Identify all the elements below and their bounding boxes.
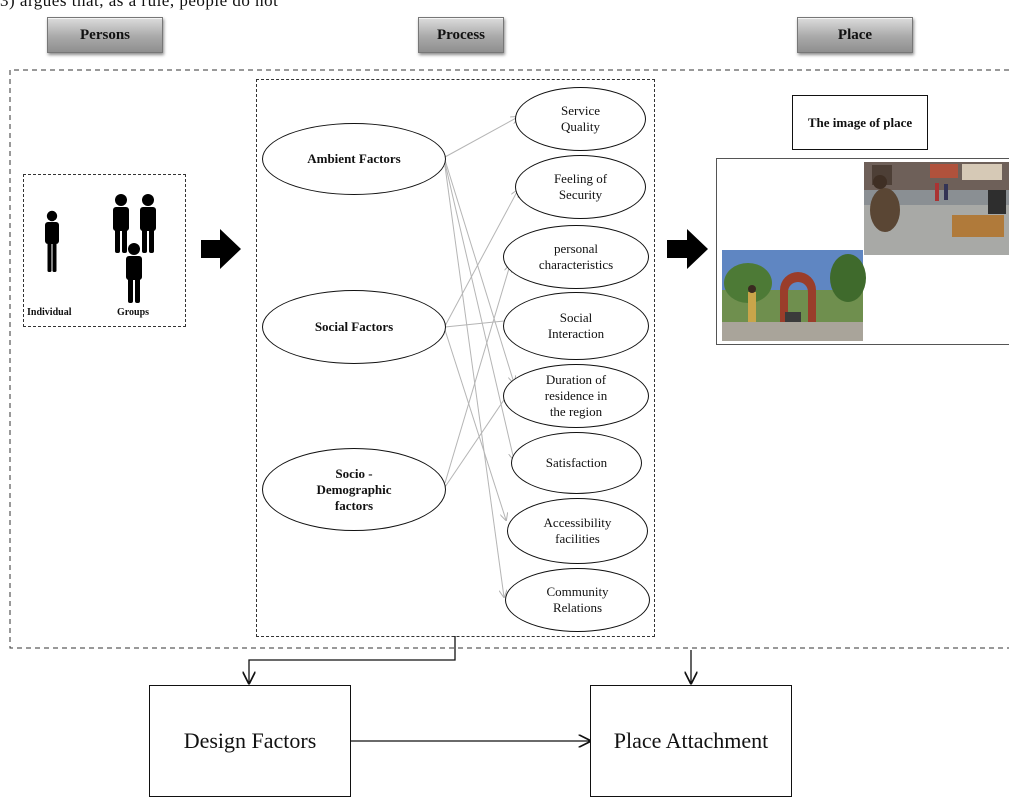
- persons-box: [23, 174, 186, 327]
- connector-ambient-satisfaction: [444, 162, 514, 460]
- groups-icon: [113, 194, 156, 303]
- ellipse-social-factors: Social Factors: [262, 290, 446, 364]
- arrow-process-place: [667, 229, 708, 269]
- header-place: Place: [797, 17, 913, 53]
- place-title: The image of place: [792, 95, 928, 150]
- place-attachment-box: Place Attachment: [590, 685, 792, 797]
- outer-frame: [9, 69, 1009, 649]
- connector-ambient-community: [444, 165, 504, 597]
- connector-social-accessibility: [444, 329, 506, 520]
- connector-social-security: [444, 190, 518, 327]
- top-text: 3) argues that, as a rule, people do not: [0, 0, 279, 10]
- individual-label: Individual: [27, 307, 72, 318]
- ellipse-ambient-factors: Ambient Factors: [262, 123, 446, 195]
- process-box: [256, 79, 655, 637]
- ellipse-satisfaction: Satisfaction: [511, 432, 642, 494]
- place-photo-park: [722, 250, 866, 341]
- arrow-persons-process: [201, 229, 241, 269]
- connector-ambient-duration: [444, 159, 514, 383]
- design-factors-box: Design Factors: [149, 685, 351, 797]
- flow-arrows: [249, 636, 691, 741]
- header-process: Process: [418, 17, 504, 53]
- arrow-to-design-factors: [249, 636, 456, 683]
- place-image-frame: [716, 158, 1009, 345]
- individual-icon: [45, 210, 59, 272]
- place-photo-plaza: [864, 162, 1009, 255]
- connector-lines: [444, 117, 518, 597]
- connector-socio-personal: [444, 265, 510, 484]
- header-persons: Persons: [47, 17, 163, 53]
- groups-label: Groups: [117, 307, 150, 318]
- connector-social-interaction: [444, 320, 514, 328]
- connector-socio-duration: [444, 388, 512, 488]
- connector-ambient-service: [444, 117, 518, 158]
